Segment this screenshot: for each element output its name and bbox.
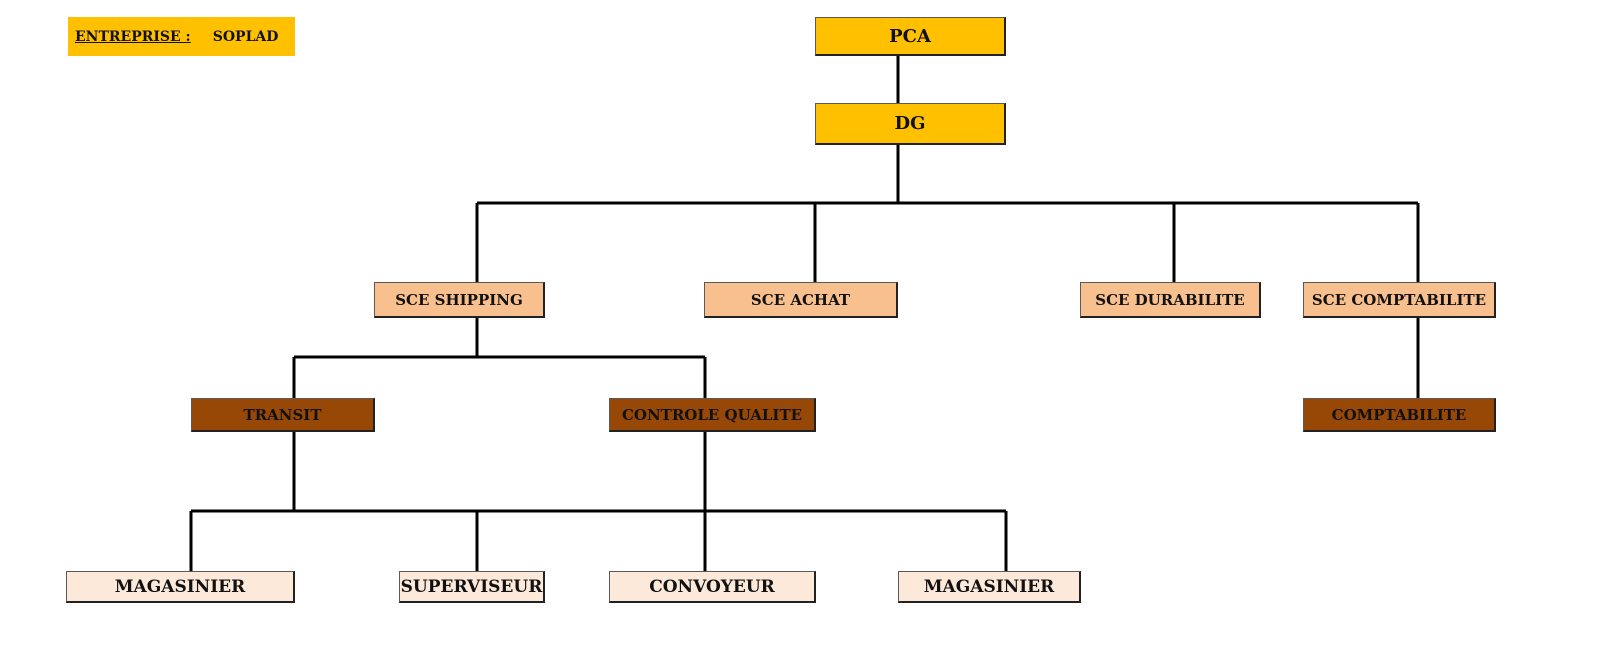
- node-sce-achat-label: SCE ACHAT: [750, 290, 851, 309]
- node-dg-label: DG: [894, 113, 926, 134]
- node-pca: PCA: [815, 17, 1006, 56]
- node-convoyeur: CONVOYEUR: [609, 571, 816, 603]
- node-pca-label: PCA: [889, 25, 931, 47]
- node-controle-qualite: CONTROLE QUALITE: [609, 398, 816, 432]
- company-header: ENTREPRISE : SOPLAD: [68, 17, 295, 56]
- node-magasinier-1-label: MAGASINIER: [114, 576, 246, 597]
- node-sce-durabilite-label: SCE DURABILITE: [1095, 290, 1245, 309]
- node-sce-comptabilite: SCE COMPTABILITE: [1303, 282, 1496, 318]
- node-sce-shipping-label: SCE SHIPPING: [395, 290, 523, 309]
- node-comptabilite-label: COMPTABILITE: [1331, 405, 1467, 424]
- node-comptabilite: COMPTABILITE: [1303, 398, 1496, 432]
- node-superviseur: SUPERVISEUR: [399, 571, 545, 603]
- node-transit: TRANSIT: [191, 398, 375, 432]
- node-convoyeur-label: CONVOYEUR: [649, 576, 775, 597]
- company-name: SOPLAD: [212, 28, 279, 45]
- node-sce-shipping: SCE SHIPPING: [374, 282, 545, 318]
- node-transit-label: TRANSIT: [243, 405, 322, 424]
- node-magasinier-1: MAGASINIER: [66, 571, 295, 603]
- node-sce-achat: SCE ACHAT: [704, 282, 898, 318]
- node-dg: DG: [815, 103, 1006, 145]
- node-magasinier-2: MAGASINIER: [898, 571, 1081, 603]
- node-superviseur-label: SUPERVISEUR: [400, 576, 543, 597]
- company-label: ENTREPRISE :: [75, 28, 191, 45]
- node-controle-qualite-label: CONTROLE QUALITE: [621, 405, 803, 424]
- node-sce-durabilite: SCE DURABILITE: [1080, 282, 1261, 318]
- node-magasinier-2-label: MAGASINIER: [923, 576, 1055, 597]
- node-sce-comptabilite-label: SCE COMPTABILITE: [1311, 290, 1487, 309]
